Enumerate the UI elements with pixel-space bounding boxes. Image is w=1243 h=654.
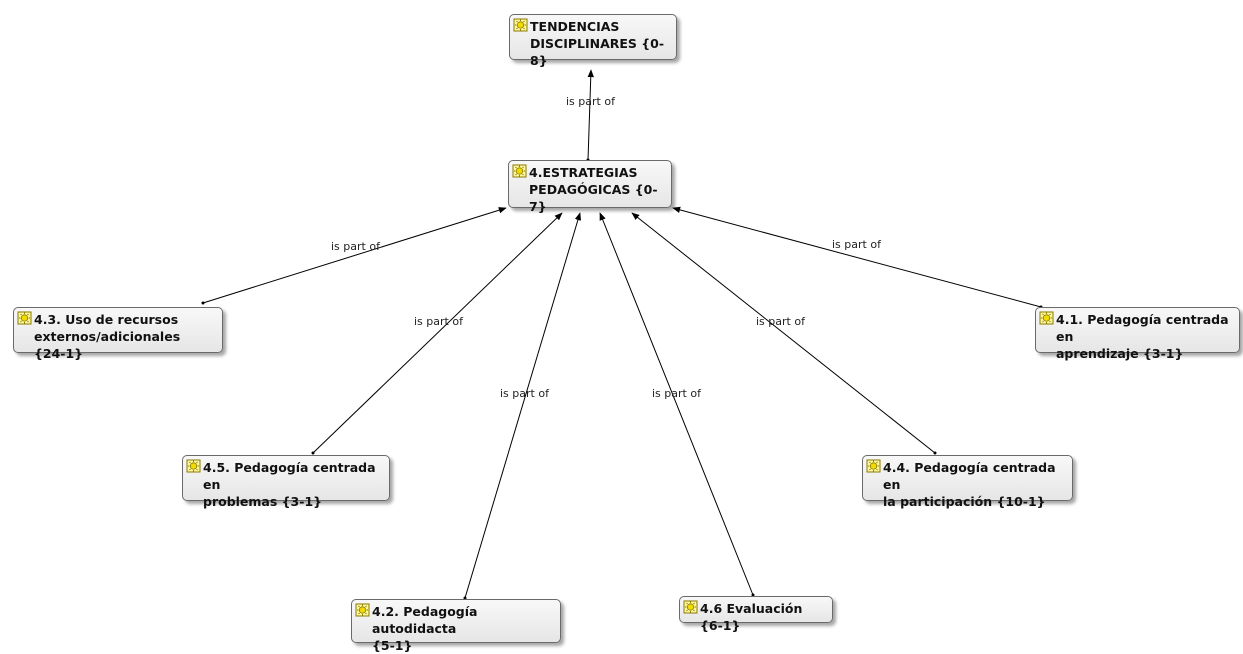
node-4-6-evaluacion[interactable]: 4.6 Evaluación {6-1} <box>679 596 833 633</box>
edge-n46-estrategias <box>599 212 754 596</box>
node-4-2-pedagogia-autodidacta[interactable]: 4.2. Pedagogía autodidacta {5-1} <box>351 599 561 653</box>
edge-n43-estrategias <box>202 207 507 304</box>
code-node-icon <box>513 18 528 32</box>
code-node-icon <box>186 459 201 473</box>
node-4-4-pedagogia-participacion[interactable]: 4.4. Pedagogía centrada en la participac… <box>862 455 1073 509</box>
node-4-1-pedagogia-aprendizaje[interactable]: 4.1. Pedagogía centrada en aprendizaje {… <box>1035 307 1240 361</box>
node-label: 4.3. Uso de recursos externos/adicionale… <box>34 312 181 361</box>
edge-label: is part of <box>832 238 881 251</box>
node-estrategias-pedagogicas[interactable]: 4.ESTRATEGIAS PEDAGÓGICAS {0-7} <box>508 160 672 214</box>
code-node-icon <box>866 459 881 473</box>
code-node-icon <box>512 164 527 178</box>
edge-label: is part of <box>500 387 549 400</box>
edge-n45-estrategias <box>312 212 563 454</box>
node-label: 4.ESTRATEGIAS PEDAGÓGICAS {0-7} <box>529 165 658 214</box>
node-tendencias-disciplinares[interactable]: TENDENCIAS DISCIPLINARES {0-8} <box>509 14 677 68</box>
code-node-icon <box>17 311 32 325</box>
node-4-5-pedagogia-problemas[interactable]: 4.5. Pedagogía centrada en problemas {3-… <box>182 455 390 509</box>
node-label: 4.1. Pedagogía centrada en aprendizaje {… <box>1056 312 1229 361</box>
edge-label: is part of <box>414 315 463 328</box>
edge-n42-estrategias <box>464 212 582 599</box>
node-label: 4.6 Evaluación {6-1} <box>700 601 803 633</box>
code-node-icon <box>1039 311 1054 325</box>
code-node-icon <box>355 603 370 617</box>
node-label: 4.2. Pedagogía autodidacta {5-1} <box>372 604 478 653</box>
edge-n44-estrategias <box>631 212 936 454</box>
edge-label: is part of <box>566 95 615 108</box>
node-4-3-uso-recursos[interactable]: 4.3. Uso de recursos externos/adicionale… <box>13 307 223 361</box>
edge-label: is part of <box>652 387 701 400</box>
edge-n41-estrategias <box>672 206 1042 308</box>
edge-estrategias-tendencias <box>587 69 594 161</box>
node-label: 4.4. Pedagogía centrada en la participac… <box>883 460 1056 509</box>
edge-label: is part of <box>756 315 805 328</box>
code-node-icon <box>683 600 698 614</box>
edge-label: is part of <box>331 240 380 253</box>
node-label: TENDENCIAS DISCIPLINARES {0-8} <box>530 19 665 68</box>
node-label: 4.5. Pedagogía centrada en problemas {3-… <box>203 460 376 509</box>
